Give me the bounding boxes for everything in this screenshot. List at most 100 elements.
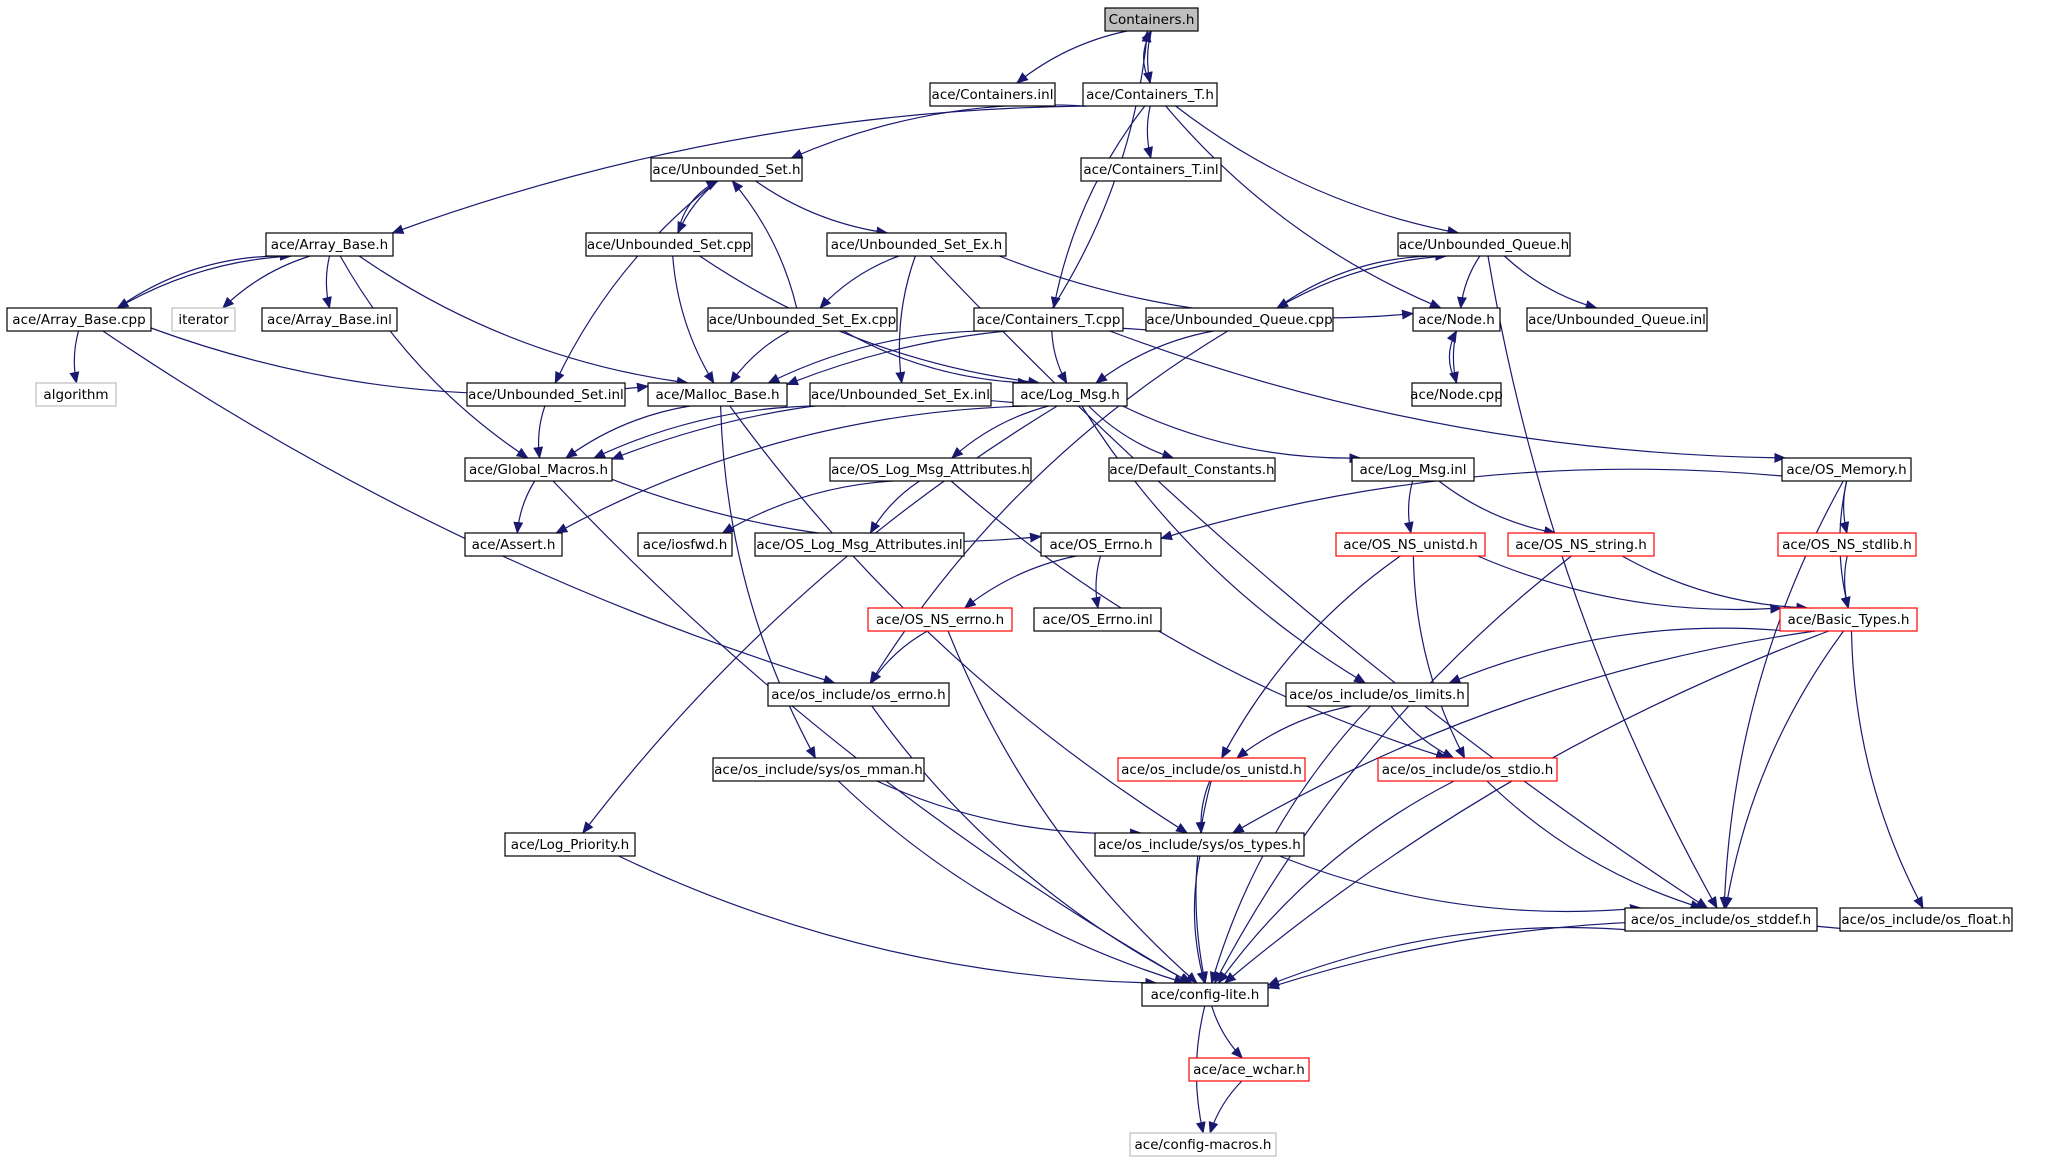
edge-containers_t_h-to-unbounded_queue_h [1175, 105, 1460, 236]
node-os_log_msg_attributes_h[interactable]: ace/OS_Log_Msg_Attributes.h [829, 457, 1032, 482]
node-node_cpp[interactable]: ace/Node.cpp [1410, 382, 1503, 407]
node-label: ace/Basic_Types.h [1788, 612, 1910, 628]
node-os_ns_string_h[interactable]: ace/OS_NS_string.h [1507, 532, 1655, 557]
edge-unbounded_queue_cpp-to-malloc_base_h [786, 326, 1160, 386]
node-iterator[interactable]: iterator [171, 307, 236, 332]
node-os_errno_inl[interactable]: ace/OS_Errno.inl [1033, 607, 1162, 632]
node-array_base_cpp[interactable]: ace/Array_Base.cpp [6, 307, 152, 332]
node-os_include_os_errno_h[interactable]: ace/os_include/os_errno.h [767, 682, 950, 707]
node-box [6, 307, 152, 332]
node-unbounded_set_ex_cpp[interactable]: ace/Unbounded_Set_Ex.cpp [707, 307, 898, 332]
edge-layer [69, 30, 1924, 1134]
node-label: ace/Unbounded_Queue.cpp [1146, 312, 1332, 328]
edge-array_base_h-to-iterator [222, 255, 311, 309]
node-label: ace/Unbounded_Set_Ex.cpp [709, 312, 896, 328]
node-unbounded_set_ex_inl[interactable]: ace/Unbounded_Set_Ex.inl [809, 382, 992, 407]
node-containers_h[interactable]: Containers.h [1104, 7, 1199, 32]
node-box [829, 457, 1032, 482]
edge-log_msg_h-to-assert_h [555, 405, 1028, 534]
node-os_ns_stdlib_h[interactable]: ace/OS_NS_stdlib.h [1777, 532, 1917, 557]
edge-log_msg_inl-to-os_ns_unistd_h [1403, 480, 1414, 534]
node-basic_types_h[interactable]: ace/Basic_Types.h [1779, 607, 1918, 632]
node-layer: Containers.h ace/Containers.inl ace/Contai… [6, 7, 2013, 1157]
node-unbounded_queue_h[interactable]: ace/Unbounded_Queue.h [1397, 232, 1571, 257]
node-os_include_os_stdio_h[interactable]: ace/os_include/os_stdio.h [1377, 757, 1558, 782]
node-box [1781, 457, 1912, 482]
edge-unbounded_set_h-to-unbounded_set_inl [554, 180, 718, 384]
edge-os_include_os_stdio_h-to-os_include_os_stddef_h [1486, 780, 1703, 910]
node-box [1411, 382, 1502, 407]
node-config_macros_h[interactable]: ace/config-macros.h [1129, 1132, 1277, 1157]
node-unbounded_set_h[interactable]: ace/Unbounded_Set.h [650, 157, 803, 182]
node-ace_wchar_h[interactable]: ace/ace_wchar.h [1188, 1057, 1310, 1082]
node-label: ace/Log_Msg.inl [1359, 462, 1466, 478]
node-os_include_os_unistd_h[interactable]: ace/os_include/os_unistd.h [1117, 757, 1306, 782]
edge-basic_types_h-to-os_include_os_float_h [1850, 630, 1924, 909]
node-os_include_sys_os_mman_h[interactable]: ace/os_include/sys/os_mman.h [712, 757, 925, 782]
node-unbounded_set_ex_h[interactable]: ace/Unbounded_Set_Ex.h [826, 232, 1007, 257]
edge-basic_types_h-to-os_include_os_limits_h [1448, 627, 1781, 684]
edge-log_msg_h-to-log_msg_inl [1122, 405, 1362, 464]
edge-os_ns_errno_h-to-os_include_os_errno_h [870, 630, 928, 684]
edge-os_ns_unistd_h-to-basic_types_h [1477, 555, 1783, 614]
node-log_priority_h[interactable]: ace/Log_Priority.h [504, 832, 636, 857]
node-unbounded_queue_cpp[interactable]: ace/Unbounded_Queue.cpp [1145, 307, 1334, 332]
node-os_ns_errno_h[interactable]: ace/OS_NS_errno.h [867, 607, 1013, 632]
node-os_memory_h[interactable]: ace/OS_Memory.h [1781, 457, 1912, 482]
edge-os_include_os_limits_h-to-os_include_os_stdio_h [1390, 705, 1455, 759]
node-os_include_sys_os_types_h[interactable]: ace/os_include/sys/os_types.h [1094, 832, 1305, 857]
node-box [1526, 307, 1708, 332]
edge-global_macros_h-to-assert_h [513, 480, 536, 534]
edge-ace_wchar_h-to-config_macros_h [1208, 1080, 1243, 1134]
edge-log_msg_h-to-global_macros_h [611, 397, 1014, 460]
node-box [1624, 907, 1818, 932]
node-malloc_base_h[interactable]: ace/Malloc_Base.h [647, 382, 788, 407]
node-os_include_os_limits_h[interactable]: ace/os_include/os_limits.h [1285, 682, 1469, 707]
node-containers_t_inl[interactable]: ace/Containers_T.inl [1080, 157, 1222, 182]
node-unbounded_set_inl[interactable]: ace/Unbounded_Set.inl [466, 382, 626, 407]
node-box [1335, 532, 1486, 557]
edge-array_base_cpp-to-algorithm [69, 330, 80, 384]
node-os_log_msg_attributes_inl[interactable]: ace/OS_Log_Msg_Attributes.inl [754, 532, 965, 557]
node-assert_h[interactable]: ace/Assert.h [464, 532, 563, 557]
node-containers_inl[interactable]: ace/Containers.inl [929, 82, 1056, 107]
node-os_include_os_stddef_h[interactable]: ace/os_include/os_stddef.h [1624, 907, 1818, 932]
edge-log_priority_h-to-config_lite_h [618, 855, 1158, 988]
node-label: ace/os_include/os_unistd.h [1121, 762, 1302, 778]
node-algorithm[interactable]: algorithm [35, 382, 117, 407]
node-default_constants_h[interactable]: ace/Default_Constants.h [1108, 457, 1276, 482]
edge-os_include_sys_os_types_h-to-config_lite_h [1193, 855, 1207, 984]
node-box [35, 382, 117, 407]
node-box [637, 532, 733, 557]
edge-os_log_msg_attributes_h-to-os_include_os_stdio_h [950, 480, 1448, 760]
node-box [1040, 532, 1162, 557]
node-label: ace/iosfwd.h [643, 537, 728, 553]
node-box [826, 232, 1007, 257]
edge-node_h-to-node_cpp [1449, 330, 1459, 384]
edge-malloc_base_h-to-global_macros_h [565, 405, 691, 459]
node-label: ace/Unbounded_Set.inl [468, 387, 624, 403]
node-log_msg_h[interactable]: ace/Log_Msg.h [1012, 382, 1128, 407]
node-os_errno_h[interactable]: ace/OS_Errno.h [1040, 532, 1162, 557]
node-box [1108, 457, 1276, 482]
node-array_base_inl[interactable]: ace/Array_Base.inl [261, 307, 398, 332]
node-array_base_h[interactable]: ace/Array_Base.h [265, 232, 394, 257]
edge-unbounded_set_ex_cpp-to-malloc_base_h [729, 330, 790, 384]
node-os_ns_unistd_h[interactable]: ace/OS_NS_unistd.h [1335, 532, 1486, 557]
node-log_msg_inl[interactable]: ace/Log_Msg.inl [1351, 457, 1475, 482]
node-os_include_os_float_h[interactable]: ace/os_include/os_float.h [1839, 907, 2013, 932]
node-unbounded_queue_inl[interactable]: ace/Unbounded_Queue.inl [1526, 307, 1708, 332]
edge-array_base_h-to-global_macros_h [339, 255, 529, 459]
node-iosfwd_h[interactable]: ace/iosfwd.h [637, 532, 733, 557]
node-unbounded_set_cpp[interactable]: ace/Unbounded_Set.cpp [585, 232, 753, 257]
node-label: ace/os_include/os_float.h [1841, 912, 2010, 928]
edge-malloc_base_h-to-os_include_sys_os_mman_h [720, 405, 816, 759]
node-global_macros_h[interactable]: ace/Global_Macros.h [464, 457, 613, 482]
node-config_lite_h[interactable]: ace/config-lite.h [1141, 982, 1269, 1007]
node-containers_t_h[interactable]: ace/Containers_T.h [1082, 82, 1218, 107]
node-containers_t_cpp[interactable]: ace/Containers_T.cpp [973, 307, 1124, 332]
node-node_h[interactable]: ace/Node.h [1412, 307, 1501, 332]
node-box [464, 457, 613, 482]
node-label: ace/Unbounded_Set_Ex.h [831, 237, 1002, 253]
edge-unbounded_queue_h-to-unbounded_queue_cpp [1276, 255, 1447, 309]
